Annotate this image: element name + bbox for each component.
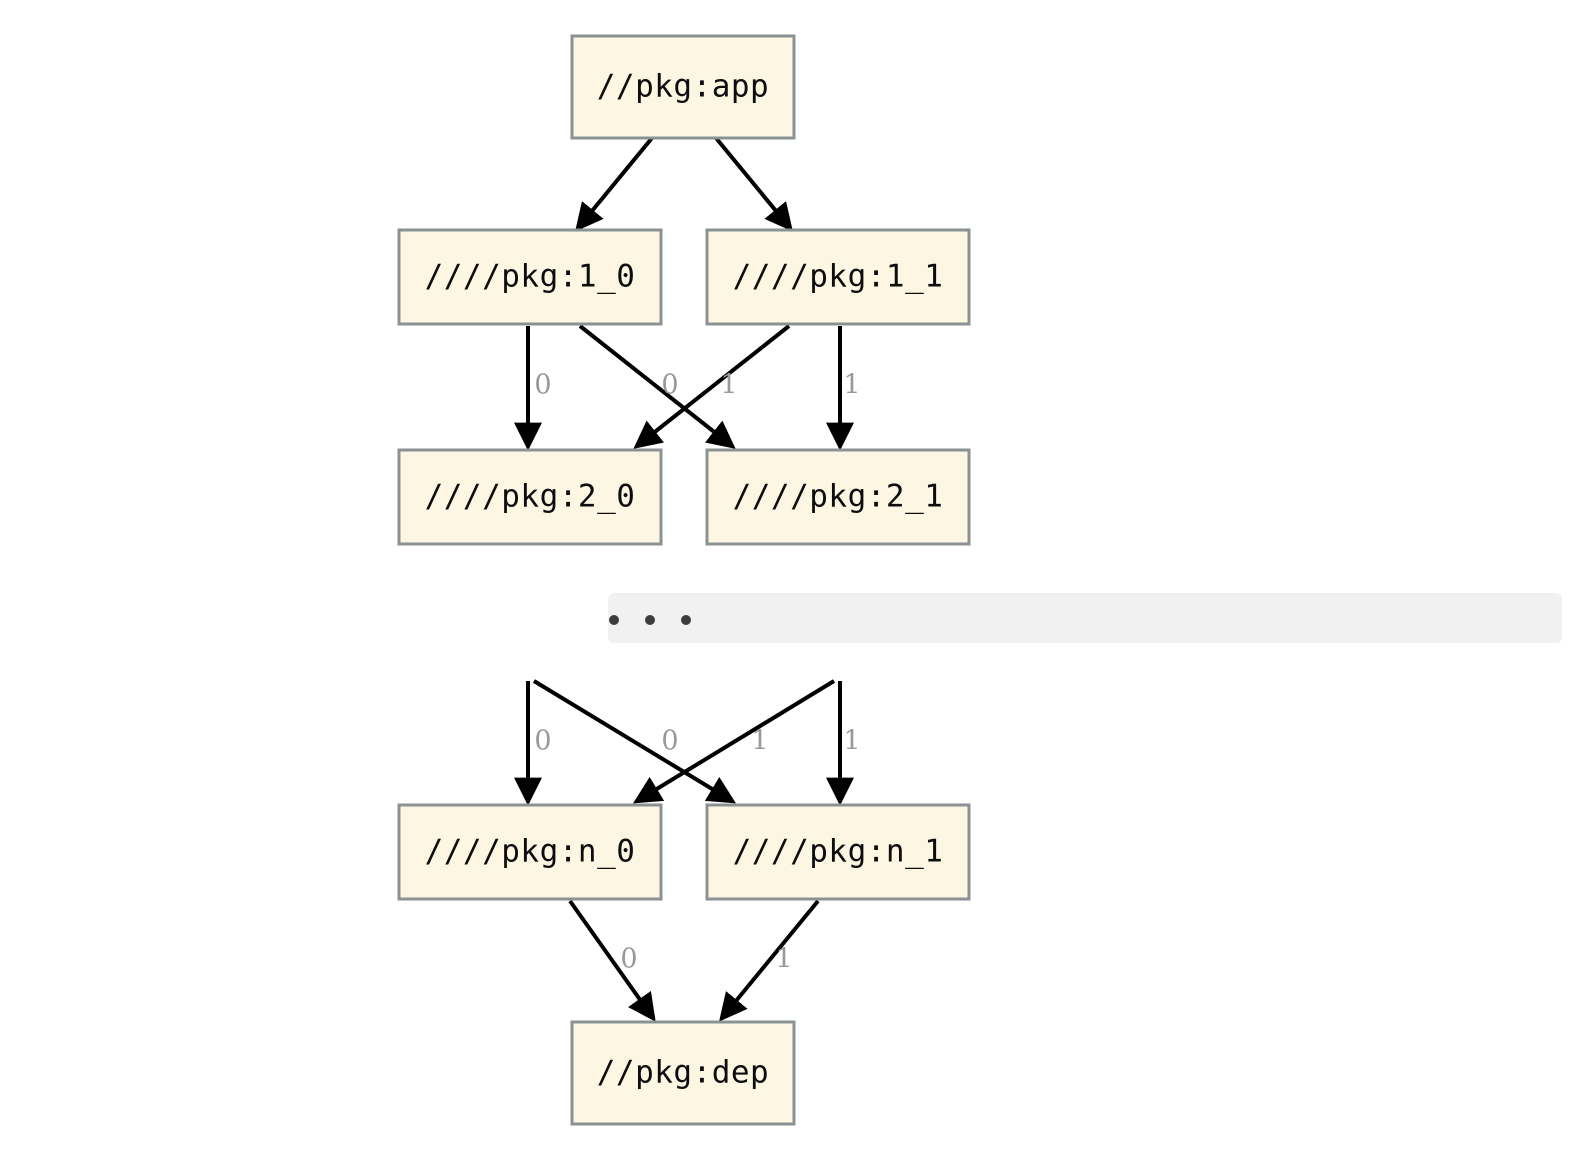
node-box — [397, 448, 663, 546]
node-label: ////pkg:2_0 — [425, 479, 636, 515]
ellipsis-band — [608, 593, 1562, 643]
node-box — [397, 803, 663, 901]
node-box — [570, 1020, 796, 1126]
ellipsis-dot — [681, 615, 691, 625]
edge-app-to-l1_1 — [714, 136, 793, 232]
node-label: //pkg:app — [597, 69, 769, 105]
edge-...-to-ln_1 — [532, 679, 736, 804]
node-app[interactable]: //pkg:app — [570, 34, 796, 140]
node-l2_0[interactable]: ////pkg:2_0 — [397, 448, 663, 546]
node-box — [705, 448, 971, 546]
node-label: ////pkg:1_0 — [425, 259, 636, 295]
node-box — [570, 34, 796, 140]
node-box — [705, 228, 971, 326]
edge-label: 1 — [751, 726, 768, 757]
node-label: ////pkg:1_1 — [733, 259, 944, 295]
ellipsis-dot — [609, 615, 619, 625]
node-l2_1[interactable]: ////pkg:2_1 — [705, 448, 971, 546]
edge-labels-layer: 0 0 1 1 0 0 1 1 0 1 — [534, 370, 860, 975]
node-label: ////pkg:n_0 — [425, 834, 636, 870]
edge-ln_0-to-dep — [568, 899, 656, 1022]
edge-label: 0 — [661, 370, 678, 401]
edge-label: 1 — [843, 726, 860, 757]
node-l1_0[interactable]: ////pkg:1_0 — [397, 228, 663, 326]
edge-label: 0 — [534, 370, 551, 401]
ellipsis-dot — [645, 615, 655, 625]
edge-label: 1 — [720, 370, 737, 401]
node-ln_0[interactable]: ////pkg:n_0 — [397, 803, 663, 901]
edge-label: 0 — [661, 726, 678, 757]
ellipsis-separator — [608, 593, 1562, 643]
edges-layer — [514, 136, 854, 1022]
nodes-layer: //pkg:app ////pkg:1_0 ////pkg:1_1 ////pkg:2… — [397, 34, 971, 1126]
node-label: //pkg:dep — [597, 1055, 769, 1091]
edge-l1_1-to-l2_0 — [633, 324, 791, 449]
node-dep[interactable]: //pkg:dep — [570, 1020, 796, 1126]
edge-label: 1 — [775, 944, 792, 975]
node-ln_1[interactable]: ////pkg:n_1 — [705, 803, 971, 901]
node-label: ////pkg:2_1 — [733, 479, 944, 515]
node-box — [397, 228, 663, 326]
node-l1_1[interactable]: ////pkg:1_1 — [705, 228, 971, 326]
edge-label: 0 — [534, 726, 551, 757]
node-label: ////pkg:n_1 — [733, 834, 944, 870]
edge-l1_0-to-l2_1 — [578, 324, 736, 449]
edge-label: 0 — [620, 944, 637, 975]
edge-app-to-l1_0 — [575, 136, 654, 232]
edge-ln_1-to-dep — [719, 899, 820, 1022]
node-box — [705, 803, 971, 901]
edge-...-to-ln_0 — [633, 679, 836, 804]
edge-label: 1 — [843, 370, 860, 401]
